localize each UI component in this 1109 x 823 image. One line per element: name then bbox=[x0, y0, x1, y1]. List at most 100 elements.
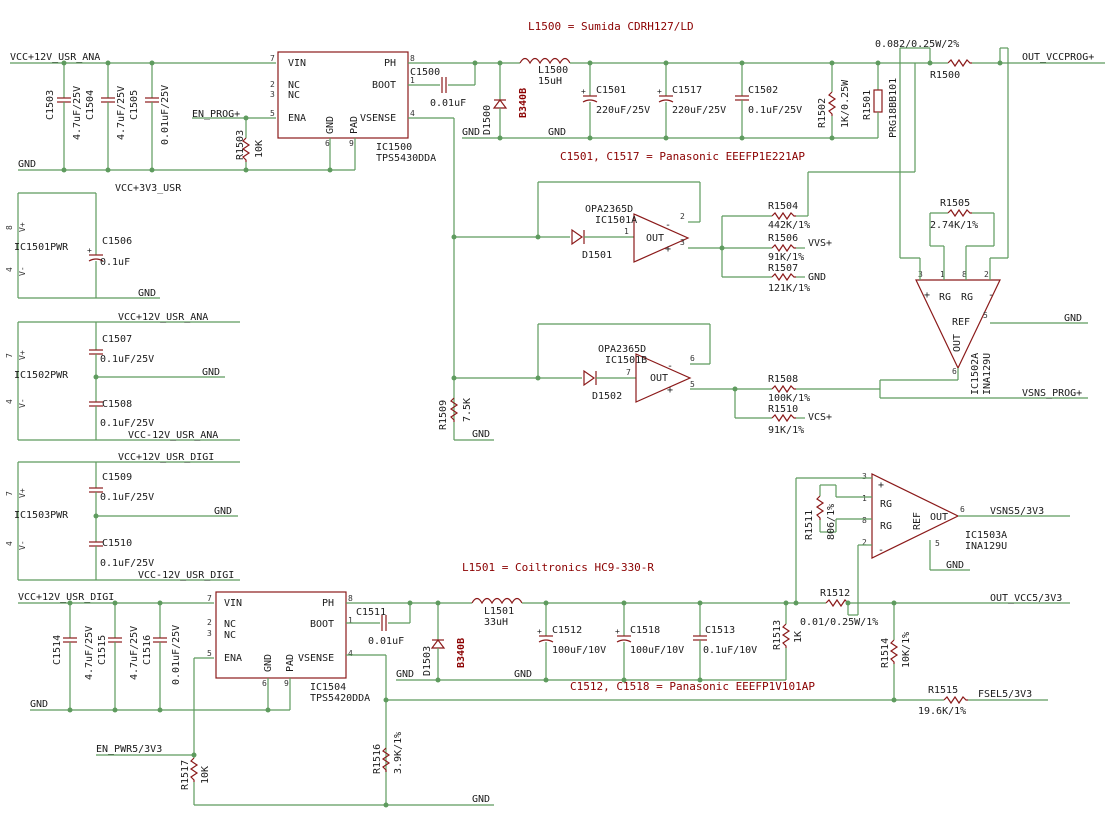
ic1501a-minus: - bbox=[665, 220, 671, 231]
r1505-label: R1505 bbox=[940, 198, 970, 209]
r1506-label: R1506 bbox=[768, 233, 798, 244]
net-vsns-prog: VSNS_PROG+ bbox=[1022, 388, 1082, 399]
ic1504-pin-ph: PH bbox=[322, 598, 334, 609]
pin-num: 8 bbox=[348, 594, 353, 603]
net-vsns5: VSNS5/3V3 bbox=[990, 506, 1044, 517]
ic1502a-rg1: RG bbox=[939, 292, 951, 303]
r1506-value: 91K/1% bbox=[768, 252, 804, 263]
pin-num: 6 bbox=[690, 354, 695, 363]
l1501-label: L1501 bbox=[484, 606, 514, 617]
r1508-label: R1508 bbox=[768, 374, 798, 385]
r1511-value: 806/1% bbox=[826, 504, 837, 540]
c1518-value: 100uF/10V bbox=[630, 645, 684, 656]
ic1503a-label: IC1503A bbox=[965, 530, 1007, 541]
net-gnd-3: GND bbox=[548, 127, 566, 138]
r1505-value: 2.74K/1% bbox=[930, 220, 978, 231]
pin-num: 3 bbox=[862, 472, 867, 481]
power-blocks: VCC+3V3_USR GND IC1501PWR C1506 0.1uF 8 … bbox=[5, 183, 240, 581]
r1515-value: 19.6K/1% bbox=[918, 706, 966, 717]
pin-num: 5 bbox=[207, 649, 212, 658]
ic1500-pin-nc1: NC bbox=[288, 80, 300, 91]
c1516-value: 0.01uF/25V bbox=[171, 625, 182, 685]
net-gnd-b4: GND bbox=[514, 669, 532, 680]
net-gnd-2: GND bbox=[462, 127, 480, 138]
ic1502a-ref: REF bbox=[952, 317, 970, 328]
ic1503a-plus: + bbox=[878, 480, 884, 491]
c1513-value: 0.1uF/10V bbox=[703, 645, 757, 656]
ic1504-pin-pad: PAD bbox=[285, 654, 296, 672]
l1500-label: L1500 bbox=[538, 65, 568, 76]
ic1503a-ref: REF bbox=[912, 512, 923, 530]
r1503-label: R1503 bbox=[235, 130, 246, 160]
c1510-label: C1510 bbox=[102, 538, 132, 549]
c1514-label: C1514 bbox=[52, 635, 63, 665]
net-gnd-b2: GND bbox=[472, 794, 490, 805]
net-vcc3v3: VCC+3V3_USR bbox=[115, 183, 182, 194]
c1505-label: C1505 bbox=[129, 90, 140, 120]
ic1502a-section: RG RG REF OUT + - 3 1 8 2 5 6 IC1502A IN… bbox=[879, 47, 1088, 395]
pin-num: 7 bbox=[626, 368, 631, 377]
ic1503pwr-label: IC1503PWR bbox=[14, 510, 69, 521]
pin-num: 5 bbox=[983, 311, 988, 320]
r1509-label: R1509 bbox=[438, 400, 449, 430]
c1515-label: C1515 bbox=[97, 635, 108, 665]
r1516-label: R1516 bbox=[372, 744, 383, 774]
ic1500-pin-ena: ENA bbox=[288, 113, 306, 124]
ic1500-body bbox=[277, 51, 409, 139]
d1503-label: D1503 bbox=[422, 646, 433, 676]
r1502-value: 1K/0.25W bbox=[840, 79, 851, 128]
c1503-value: 4.7uF/25V bbox=[72, 86, 83, 140]
pin-num: 4 bbox=[5, 267, 14, 272]
ic1504-pin-gnd: GND bbox=[263, 654, 274, 672]
pin-num: 8 bbox=[962, 270, 967, 279]
ic1501pwr-label: IC1501PWR bbox=[14, 242, 69, 253]
r1503-value: 10K bbox=[254, 140, 265, 158]
pin-num: 2 bbox=[680, 212, 685, 221]
r1517-value: 10K bbox=[200, 766, 211, 784]
d1500-value: B340B bbox=[518, 88, 529, 118]
pin-vminus: V- bbox=[18, 266, 27, 276]
c1509-value: 0.1uF/25V bbox=[100, 492, 154, 503]
pin-num: 2 bbox=[270, 80, 275, 89]
ic1502a-value: INA129U bbox=[982, 353, 993, 395]
d1500-label: D1500 bbox=[482, 105, 493, 135]
r1514-value: 10K/1% bbox=[901, 632, 912, 668]
r1516-value: 3.9K/1% bbox=[393, 732, 404, 774]
ic1502a-plus: + bbox=[924, 290, 930, 301]
ic1500-section: VCC+12V_USR_ANA C1503 4.7uF/25V C1504 4.… bbox=[10, 20, 1105, 173]
net-gnd-1: GND bbox=[18, 159, 36, 170]
pin-num: 8 bbox=[410, 54, 415, 63]
pin-num: 1 bbox=[348, 616, 353, 625]
r1501-value: PRG18BB101 bbox=[888, 78, 899, 138]
ic1504-label: IC1504 bbox=[310, 682, 346, 693]
pin-vminus: V- bbox=[18, 398, 27, 408]
r1500-value: 0.082/0.25W/2% bbox=[875, 39, 959, 50]
pin-num: 6 bbox=[952, 367, 957, 376]
c1500-label: C1500 bbox=[410, 67, 440, 78]
r1515-label: R1515 bbox=[928, 685, 958, 696]
ic1501b-plus: + bbox=[667, 385, 673, 396]
net-gnd-pwr1: GND bbox=[138, 288, 156, 299]
pin-num: 9 bbox=[284, 679, 289, 688]
net-out-vcc5: OUT_VCC5/3V3 bbox=[990, 593, 1062, 604]
ic1504-pin-vin: VIN bbox=[224, 598, 242, 609]
net-vccm12-ana: VCC-12V_USR_ANA bbox=[128, 430, 218, 441]
r1512-label: R1512 bbox=[820, 588, 850, 599]
c1504-label: C1504 bbox=[85, 90, 96, 120]
c1505-value: 0.01uF/25V bbox=[160, 85, 171, 145]
net-vcc12-digi-2: VCC+12V_USR_DIGI bbox=[118, 452, 214, 463]
ic1501a-out-label: OUT bbox=[646, 233, 664, 244]
pin-num: 5 bbox=[690, 380, 695, 389]
r1502-label: R1502 bbox=[817, 98, 828, 128]
r1513-value: 1K bbox=[793, 631, 804, 643]
pin-num: 1 bbox=[862, 494, 867, 503]
c1501-label: C1501 bbox=[596, 85, 626, 96]
ic1504-pin-nc1: NC bbox=[224, 619, 236, 630]
net-en-prog: EN_PROG+ bbox=[192, 109, 240, 120]
net-gnd-pwr2: GND bbox=[202, 367, 220, 378]
c1514-value: 4.7uF/25V bbox=[84, 626, 95, 680]
pin-vminus: V- bbox=[18, 540, 27, 550]
ic1501a-plus: + bbox=[665, 244, 671, 255]
r1510-label: R1510 bbox=[768, 404, 798, 415]
